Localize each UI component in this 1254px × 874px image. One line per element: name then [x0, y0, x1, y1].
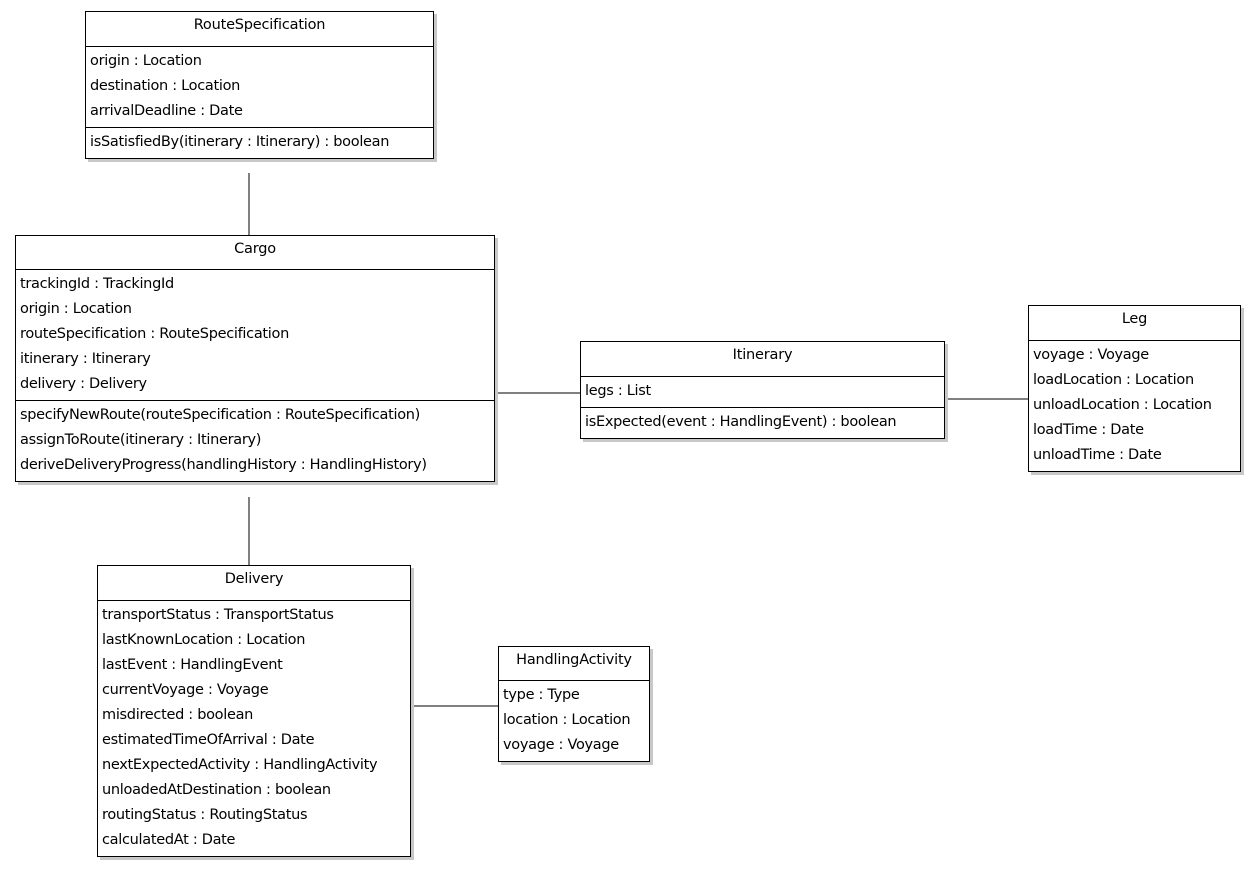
attribute: itinerary : Itinerary — [20, 351, 151, 367]
attribute: currentVoyage : Voyage — [102, 682, 269, 698]
operation: assignToRoute(itinerary : Itinerary) — [20, 432, 262, 448]
attribute: routeSpecification : RouteSpecification — [20, 326, 289, 342]
attribute: unloadLocation : Location — [1033, 397, 1212, 413]
operation: deriveDeliveryProgress(handlingHistory :… — [20, 457, 427, 473]
class-name: RouteSpecification — [86, 12, 433, 47]
attribute: lastEvent : HandlingEvent — [102, 657, 283, 673]
attribute: legs : List — [585, 383, 651, 399]
attribute: calculatedAt : Date — [102, 832, 236, 848]
class-name: Itinerary — [581, 342, 944, 377]
attributes-compartment: transportStatus : TransportStatus lastKn… — [98, 601, 410, 856]
attribute: unloadedAtDestination : boolean — [102, 782, 331, 798]
operation: isExpected(event : HandlingEvent) : bool… — [585, 414, 897, 430]
attribute: destination : Location — [90, 78, 241, 94]
class-leg: Leg voyage : Voyage loadLocation : Locat… — [1028, 305, 1241, 472]
attribute: voyage : Voyage — [503, 737, 619, 753]
attribute: misdirected : boolean — [102, 707, 254, 723]
class-name: Leg — [1029, 306, 1240, 341]
attribute: estimatedTimeOfArrival : Date — [102, 732, 315, 748]
class-cargo: Cargo trackingId : TrackingId origin : L… — [15, 235, 495, 482]
class-route-specification: RouteSpecification origin : Location des… — [85, 11, 434, 159]
attribute: routingStatus : RoutingStatus — [102, 807, 308, 823]
attributes-compartment: type : Type location : Location voyage :… — [499, 681, 649, 761]
operation: specifyNewRoute(routeSpecification : Rou… — [20, 407, 421, 423]
class-itinerary: Itinerary legs : List isExpected(event :… — [580, 341, 945, 439]
attribute: trackingId : TrackingId — [20, 276, 174, 292]
class-handling-activity: HandlingActivity type : Type location : … — [498, 646, 650, 762]
class-name: HandlingActivity — [499, 647, 649, 681]
class-name: Delivery — [98, 566, 410, 601]
attribute: origin : Location — [20, 301, 132, 317]
operation: isSatisfiedBy(itinerary : Itinerary) : b… — [90, 134, 390, 150]
attribute: transportStatus : TransportStatus — [102, 607, 334, 623]
attribute: nextExpectedActivity : HandlingActivity — [102, 757, 378, 773]
attributes-compartment: voyage : Voyage loadLocation : Location … — [1029, 341, 1240, 471]
attribute: loadLocation : Location — [1033, 372, 1194, 388]
attribute: delivery : Delivery — [20, 376, 147, 392]
attribute: voyage : Voyage — [1033, 347, 1149, 363]
attributes-compartment: legs : List — [581, 377, 944, 408]
attribute: loadTime : Date — [1033, 422, 1144, 438]
attribute: lastKnownLocation : Location — [102, 632, 306, 648]
attribute: location : Location — [503, 712, 631, 728]
attribute: type : Type — [503, 687, 580, 703]
attribute: origin : Location — [90, 53, 202, 69]
class-delivery: Delivery transportStatus : TransportStat… — [97, 565, 411, 857]
attribute: unloadTime : Date — [1033, 447, 1162, 463]
operations-compartment: isSatisfiedBy(itinerary : Itinerary) : b… — [86, 128, 433, 158]
attribute: arrivalDeadline : Date — [90, 103, 243, 119]
class-name: Cargo — [16, 236, 494, 270]
attributes-compartment: trackingId : TrackingId origin : Locatio… — [16, 270, 494, 401]
attributes-compartment: origin : Location destination : Location… — [86, 47, 433, 128]
operations-compartment: isExpected(event : HandlingEvent) : bool… — [581, 408, 944, 438]
operations-compartment: specifyNewRoute(routeSpecification : Rou… — [16, 401, 494, 481]
